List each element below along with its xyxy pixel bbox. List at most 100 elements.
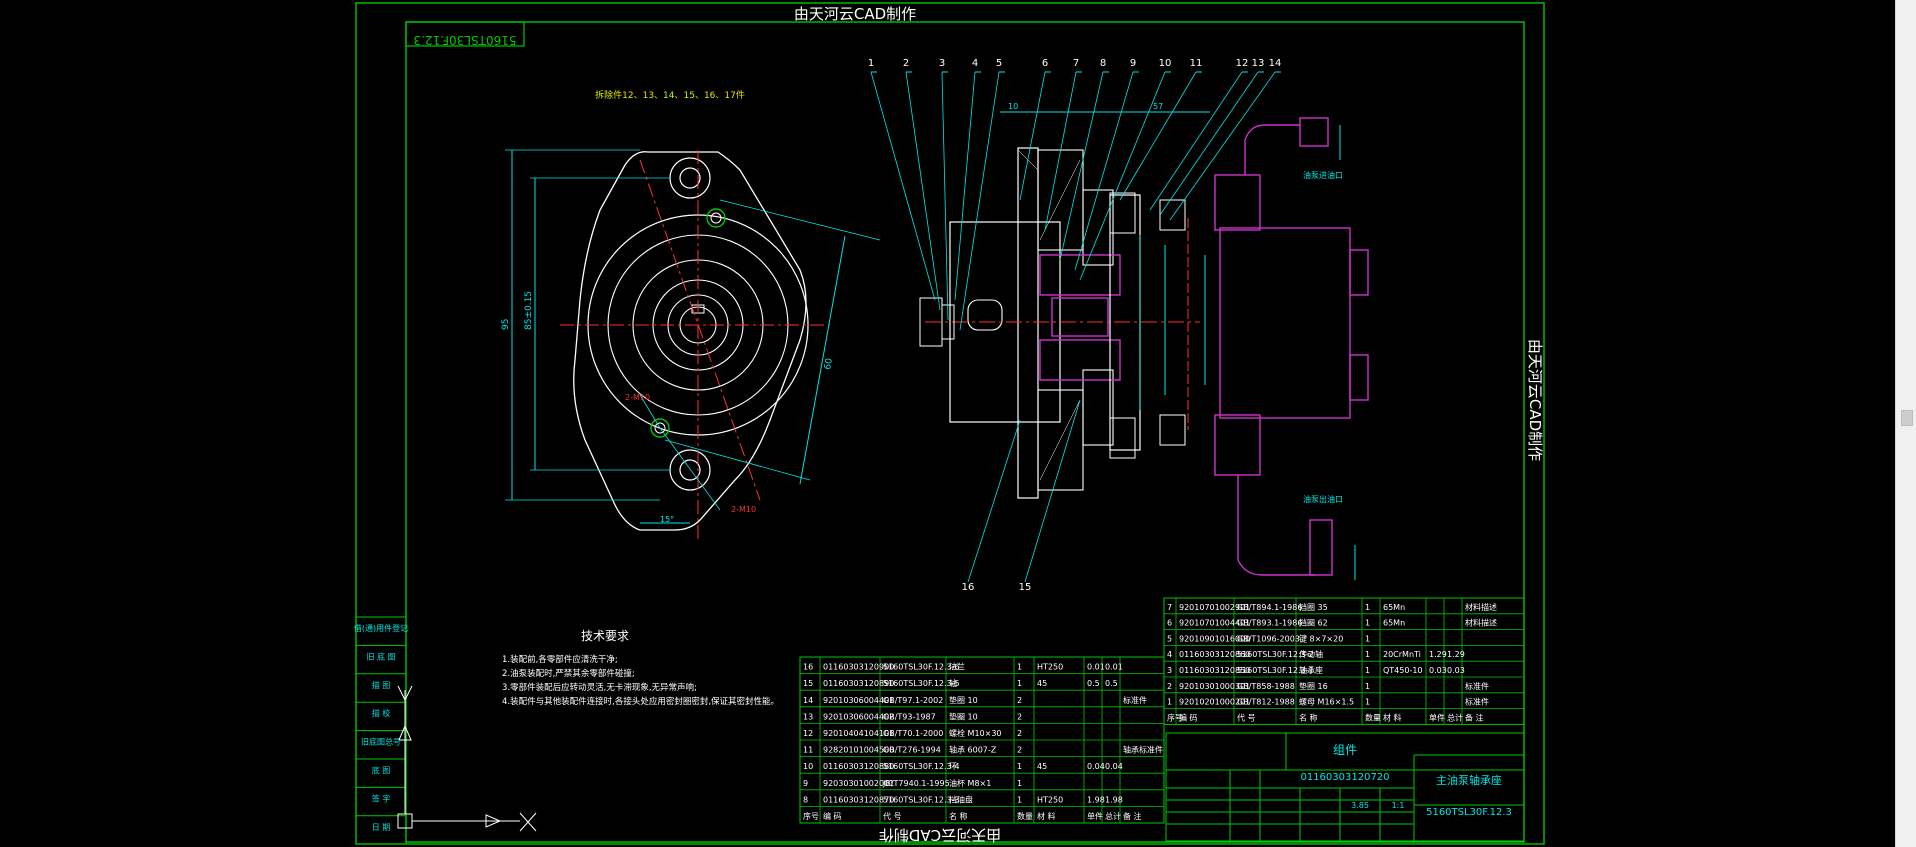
bom-cell: 92010201000201 xyxy=(1179,698,1250,707)
watermark-top: 由天河云CAD制作 xyxy=(794,5,916,23)
reg-cell: 签 字 xyxy=(372,793,391,803)
vertical-scrollbar[interactable] xyxy=(1895,0,1916,847)
dim-60: 60 xyxy=(823,357,835,370)
bom-cell: 轴承标准件 xyxy=(1123,745,1163,755)
bom-cell: 编 码 xyxy=(823,811,842,821)
title-kind: 组件 xyxy=(1333,743,1357,757)
bom-cell: GB/T858-1988 xyxy=(1237,682,1295,691)
bom-cell: 代 号 xyxy=(883,811,902,821)
bom-cell: 0.01 xyxy=(1087,663,1105,672)
bom-cell: 01160303120850 xyxy=(1179,666,1250,675)
bom-cell: 传动轴 xyxy=(1299,649,1323,659)
bom-cell: 轴承座 xyxy=(1299,665,1323,675)
bom-cell: 挡圈 35 xyxy=(1299,602,1328,612)
bom-cell: 01160303120900 xyxy=(823,663,894,672)
bom-cell: 1 xyxy=(1365,682,1370,691)
bom-cell: 单件 xyxy=(1429,712,1445,722)
bom-cell: 1 xyxy=(1365,666,1370,675)
bom-cell: 序号 xyxy=(803,811,819,821)
bom-cell: 5160TSL30F.12.3-5 xyxy=(883,679,960,688)
balloon-6: 6 xyxy=(1042,58,1048,69)
title-weight: 3.85 xyxy=(1351,801,1369,810)
bom-cell: 0.03 xyxy=(1447,666,1465,675)
bom-cell: 1.29 xyxy=(1429,650,1447,659)
bom-cell: GB/T1096-2003 xyxy=(1237,634,1300,643)
bom-cell: 环 xyxy=(949,762,957,771)
bom-cell: 65Mn xyxy=(1383,603,1405,612)
bom-cell: GB/T893.1-1986 xyxy=(1237,619,1302,628)
balloon-9: 9 xyxy=(1130,58,1136,69)
balloon-12: 12 xyxy=(1236,58,1249,69)
watermark-bottom: 由天河云CAD制作 xyxy=(879,826,1001,844)
bom-cell: 0.5 xyxy=(1105,679,1118,688)
bom-cell: 92010901016000 xyxy=(1179,634,1250,643)
front-view xyxy=(505,149,881,540)
bom-cell: 材料描述 xyxy=(1465,618,1497,628)
bom-cell: 挡圈 62 xyxy=(1299,618,1328,628)
reg-cell: 旧 底 图 xyxy=(366,651,395,661)
bom-cell: 单件 xyxy=(1087,811,1103,821)
label-outlet: 油泵出油口 xyxy=(1303,494,1343,504)
bom-cell: HT250 xyxy=(1037,795,1063,804)
bom-cell: 1 xyxy=(1017,779,1022,788)
bom-cell: 材 料 xyxy=(1383,712,1402,722)
removal-note: 拆除件12、13、14、15、16、17件 xyxy=(595,89,745,101)
bom-cell: 5160TSL30F.12.3-1 xyxy=(1237,666,1314,675)
bom-cell: 垫圈 16 xyxy=(1299,681,1328,691)
bom-cell: 数量 xyxy=(1017,811,1033,821)
bom-cell: 1.98 xyxy=(1087,795,1105,804)
bom-cell: 0.5 xyxy=(1087,679,1100,688)
balloon-1: 1 xyxy=(868,58,874,69)
title-scale: 1:1 xyxy=(1392,801,1405,810)
bom-cell: 挡油盘 xyxy=(949,794,973,804)
balloon-7: 7 xyxy=(1073,58,1079,69)
bom-cell: 名 称 xyxy=(949,811,968,821)
scrollbar-thumb[interactable] xyxy=(1901,410,1913,426)
balloon-15: 15 xyxy=(1019,582,1032,593)
label-inlet: 油泵进油口 xyxy=(1303,170,1343,180)
balloon-10: 10 xyxy=(1159,58,1172,69)
tech-note-2: 2.油泵装配时,严禁其余零部件碰撞; xyxy=(502,668,635,679)
bom-cell: 轴承 6007-Z xyxy=(949,745,997,755)
bom-cell: 92010306004401 xyxy=(823,696,894,705)
reg-cell: 描 图 xyxy=(372,680,391,690)
bom-cell: 0.04 xyxy=(1105,762,1123,771)
bom-cell: 01160303120870 xyxy=(823,795,894,804)
title-name: 主油泵轴承座 xyxy=(1436,773,1502,787)
bom-cell: HT250 xyxy=(1037,663,1063,672)
bom-cell: 01160303120880 xyxy=(823,762,894,771)
bom-cell: 7 xyxy=(1167,603,1172,612)
bom-cell: 法兰 xyxy=(949,662,965,672)
bom-cell: 2 xyxy=(1017,729,1022,738)
bom-cell: 总计 xyxy=(1447,712,1463,722)
bom-cell: GB/T97.1-2002 xyxy=(883,696,943,705)
bom-cell: 1 xyxy=(1365,698,1370,707)
bom-cell: 11 xyxy=(803,746,813,755)
balloon-8: 8 xyxy=(1100,58,1106,69)
bom-cell: 9 xyxy=(803,779,808,788)
title-code: 01160303120720 xyxy=(1300,772,1389,783)
bom-cell: 92010301000301 xyxy=(1179,682,1250,691)
balloon-4: 4 xyxy=(972,58,978,69)
bom-cell: 0.03 xyxy=(1429,666,1447,675)
bom-cell: 备 注 xyxy=(1465,712,1484,722)
dim-10: 10 xyxy=(1008,102,1018,111)
bom-cell: 标准件 xyxy=(1465,681,1489,691)
bom-cell: 92010701004401 xyxy=(1179,619,1250,628)
bom-cell: 代 号 xyxy=(1237,712,1256,722)
bom-cell: 1 xyxy=(1017,663,1022,672)
bom-cell: 1 xyxy=(1365,603,1370,612)
bom-cell: 油杯 M8×1 xyxy=(949,778,991,788)
title-block xyxy=(1165,732,1525,842)
hole-callout-2: 2-M10 xyxy=(731,505,756,514)
outer-frame xyxy=(355,2,1545,845)
bom-cell: 垫圈 10 xyxy=(949,695,978,705)
tech-title: 技术要求 xyxy=(581,629,629,643)
section-view xyxy=(919,111,1369,580)
bom-cell: 01160303120890 xyxy=(823,679,894,688)
bom-cell: 45 xyxy=(1037,762,1047,771)
bom-cell: 15 xyxy=(803,679,813,688)
